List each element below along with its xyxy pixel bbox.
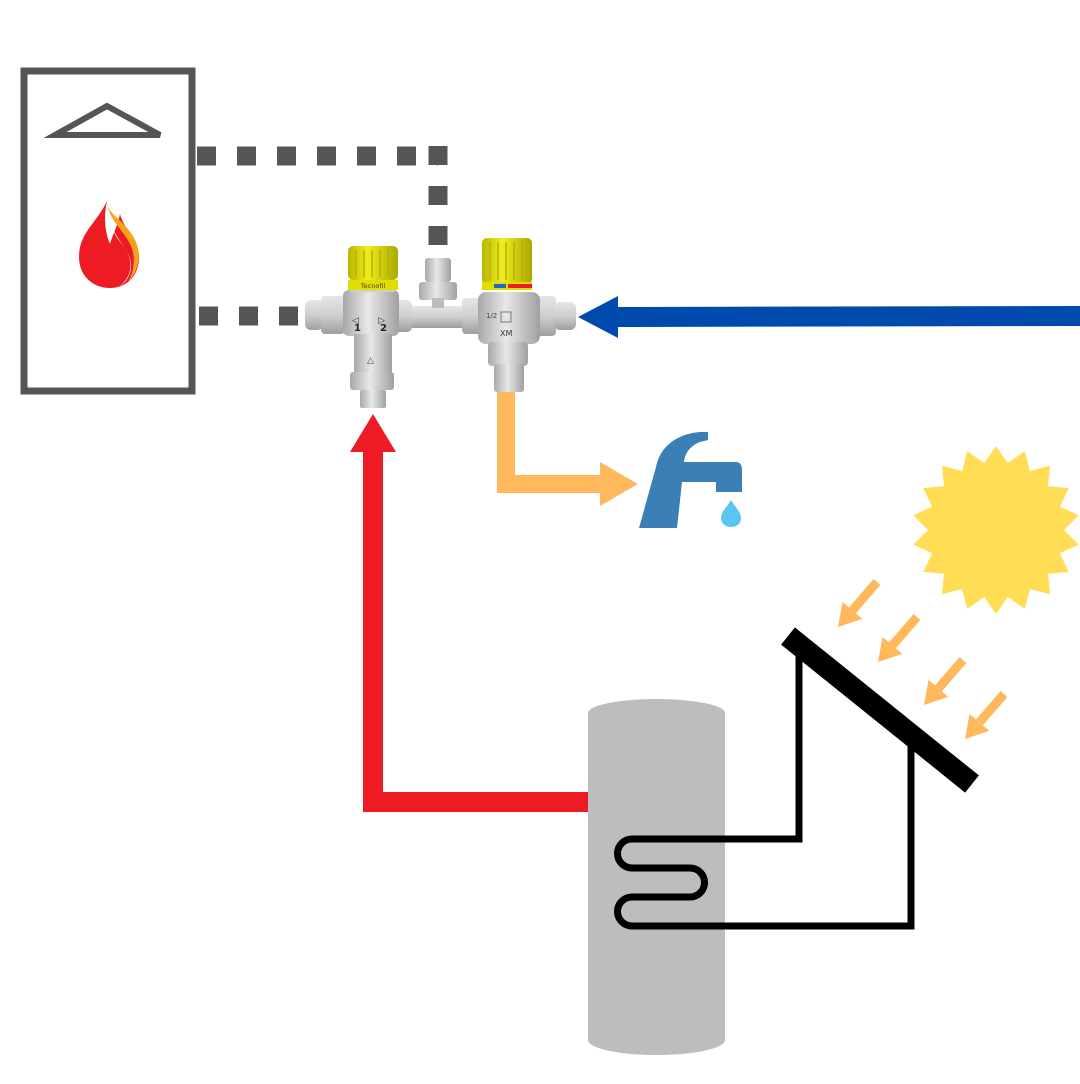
mixed-water-outlet-arrow: [497, 392, 638, 506]
cold-water-inlet-arrow: [578, 296, 1080, 338]
valve-right-body: [478, 292, 540, 344]
hot-water-supply-arrow: [350, 414, 588, 812]
valve-left-brand-label: Tecnofil: [360, 282, 386, 290]
sun-icon: [913, 446, 1079, 614]
valve-connecting-pipe: [392, 306, 484, 328]
water-drop-icon: [721, 500, 741, 527]
boiler-icon: [20, 67, 196, 395]
tap-body: [639, 432, 742, 528]
solar-panel-icon: [781, 627, 979, 793]
boiler-connection-upper: [197, 146, 448, 246]
valve-left-knob: [348, 246, 398, 280]
heat-exchanger-coil: [614, 835, 708, 930]
solar-return-pipe: [632, 743, 915, 930]
thermostatic-valve-right: 1/2 XM: [462, 238, 576, 392]
sun-ray-arrow: [838, 579, 881, 627]
sun-ray-arrow: [965, 691, 1008, 739]
thermostatic-valve-left: Tecnofil ◁ ▷ 1 2 △: [305, 246, 412, 408]
valve-right-knob: [482, 238, 532, 284]
valve-left-body: [343, 290, 399, 336]
valve-left-port-2-label: 2: [380, 323, 387, 334]
tee-top-stub: [425, 258, 451, 282]
flame-icon: [79, 201, 139, 288]
valve-left-port-1-label: 1: [354, 323, 361, 334]
solar-flow-pipe: [632, 652, 803, 843]
valve-right-model-label: XM: [500, 329, 512, 338]
sun-ray-arrow: [924, 657, 967, 705]
boiler-body: [20, 67, 196, 395]
solar-panel: [781, 627, 979, 793]
svg-text:△: △: [367, 356, 374, 366]
svg-text:◁: ◁: [352, 316, 359, 326]
sun-rays: [838, 579, 1008, 739]
boiler-vent-icon: [43, 102, 162, 138]
mixing-valve-icon: Tecnofil ◁ ▷ 1 2 △: [305, 238, 576, 408]
tap-icon: [639, 432, 742, 528]
solar-circuit: [632, 652, 915, 930]
valve-right-side-label: 1/2: [486, 312, 497, 320]
svg-text:▷: ▷: [378, 316, 385, 326]
sun-ray-arrow: [878, 614, 921, 662]
